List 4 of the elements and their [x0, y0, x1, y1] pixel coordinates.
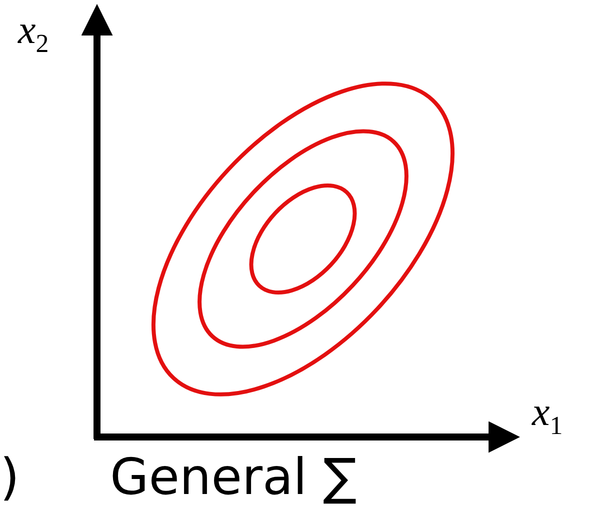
axis-label: x$_{2}$	[18, 10, 49, 57]
axis-label: x$_{1}$	[532, 392, 563, 439]
panel-label: )	[0, 452, 20, 502]
caption: General ∑	[110, 452, 357, 502]
